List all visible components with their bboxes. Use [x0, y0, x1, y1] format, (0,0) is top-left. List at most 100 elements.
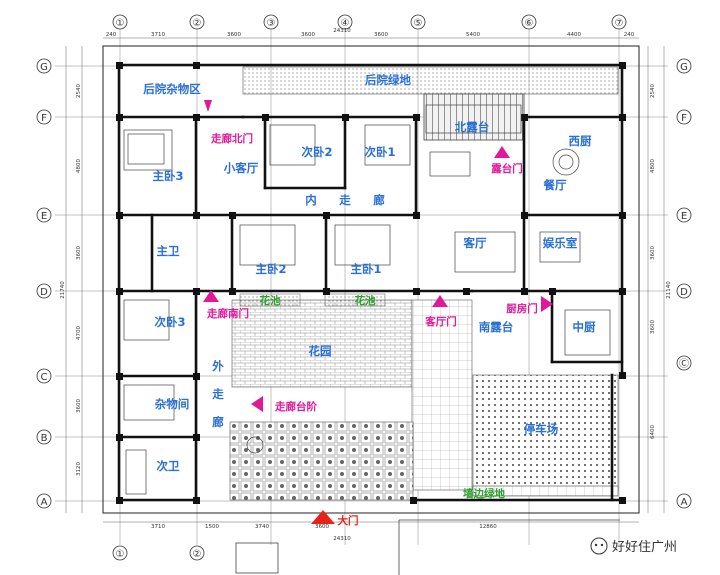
label-inner-corridor-1: 内 [305, 193, 317, 207]
svg-text:3600: 3600 [76, 246, 82, 260]
svg-text:240: 240 [106, 32, 117, 38]
svg-text:A: A [681, 497, 688, 508]
svg-text:③: ③ [267, 18, 276, 29]
svg-text:3120: 3120 [76, 462, 82, 476]
svg-text:3600: 3600 [650, 320, 656, 334]
svg-text:F: F [681, 113, 687, 124]
svg-text:3600: 3600 [315, 524, 329, 530]
svg-text:21740: 21740 [60, 281, 66, 299]
dimensions-right: 2540 4800 3600 3600 6400 21140 [647, 46, 672, 513]
room-labels: 后院杂物区 后院绿地 北露台 西厨 主卧3 小客厅 次卧2 次卧1 餐厅 内 走… [143, 73, 596, 473]
label-garden: 花园 [309, 344, 332, 358]
svg-text:4400: 4400 [567, 32, 581, 38]
site-boundary [102, 45, 640, 514]
corridor-north-door-arrow [204, 100, 212, 112]
label-chinese-kitchen: 中厨 [573, 320, 596, 334]
label-north-terrace: 北露台 [455, 120, 490, 134]
label-living-room: 客厅 [463, 236, 487, 250]
svg-text:4800: 4800 [76, 159, 82, 173]
svg-text:⑤: ⑤ [414, 18, 423, 29]
door-markers: 走廊北门 露台门 走廊南门 客厅门 厨房门 走廊台阶 [203, 100, 553, 413]
structural-columns [116, 62, 626, 504]
svg-text:②: ② [193, 18, 202, 29]
main-gate-arrow [311, 510, 335, 524]
label-inner-corridor-2: 走 [338, 193, 351, 207]
label-master-bedroom: 主卧3 [152, 169, 183, 183]
svg-text:B: B [41, 433, 48, 444]
svg-text:C: C [41, 372, 48, 383]
label-south-terrace: 南露台 [479, 320, 514, 334]
label-master-bedroom-2: 主卧2 [255, 262, 286, 276]
svg-text:①: ① [116, 549, 125, 560]
label-master-bedroom-1: 主卧1 [350, 262, 381, 276]
svg-text:4700: 4700 [76, 326, 82, 340]
label-planter-1: 花池 [260, 294, 281, 307]
svg-text:A: A [41, 497, 48, 508]
svg-text:3600: 3600 [227, 32, 241, 38]
label-wall-green: 墙边绿地 [463, 487, 505, 500]
main-gate-marker: 大门 [311, 510, 359, 527]
label-second-bath: 次卫 [157, 459, 180, 473]
svg-text:3600: 3600 [650, 246, 656, 260]
svg-text:D: D [680, 287, 688, 298]
label-second-bedroom-2: 次卧2 [301, 145, 332, 159]
walls [117, 63, 624, 502]
street-outline [235, 519, 620, 575]
label-living-door: 客厅门 [424, 315, 457, 328]
label-dining: 餐厅 [543, 178, 567, 192]
corridor-south-door-arrow [203, 290, 219, 302]
furniture [123, 104, 611, 495]
svg-text:3600: 3600 [301, 32, 315, 38]
svg-text:24310: 24310 [333, 28, 351, 34]
label-inner-corridor-3: 廊 [373, 193, 385, 207]
svg-text:3710: 3710 [151, 32, 165, 38]
watermark: 好好住广州 [590, 537, 677, 555]
label-parking: 停车场 [524, 422, 559, 436]
planter-1-area [239, 293, 301, 307]
label-second-bedroom-3: 次卧3 [154, 315, 185, 329]
label-corridor-north-door: 走廊北门 [210, 132, 253, 145]
label-kitchen-door: 厨房门 [506, 302, 538, 315]
south-terrace-paving [411, 299, 473, 491]
label-planter-2: 花池 [355, 294, 376, 307]
wechat-icon [590, 537, 608, 555]
svg-text:⑦: ⑦ [615, 18, 624, 29]
svg-text:5400: 5400 [466, 32, 480, 38]
green-labels: 花池 花池 墙边绿地 [260, 294, 506, 500]
label-terrace-door: 露台门 [491, 162, 523, 175]
label-outer-corridor-1: 外 [211, 359, 224, 373]
svg-text:3600: 3600 [374, 32, 388, 38]
watermark-text: 好好住广州 [612, 540, 677, 555]
label-storage: 杂物间 [155, 397, 190, 411]
label-corridor-steps: 走廊台阶 [274, 400, 317, 413]
svg-text:E: E [681, 211, 687, 222]
svg-text:2540: 2540 [76, 84, 82, 98]
label-small-living: 小客厅 [223, 161, 259, 175]
planter-2-area [324, 293, 386, 307]
label-master-bath: 主卫 [157, 244, 180, 258]
parking-area [472, 374, 619, 491]
svg-text:G: G [680, 62, 688, 73]
parking-edge [472, 485, 619, 497]
svg-text:21140: 21140 [666, 281, 672, 299]
svg-text:3710: 3710 [151, 524, 165, 530]
svg-text:2540: 2540 [650, 84, 656, 98]
corridor-steps-arrow [251, 396, 263, 412]
label-second-bedroom-1: 次卧1 [364, 145, 395, 159]
svg-text:④: ④ [341, 18, 350, 29]
garden-area [231, 299, 413, 388]
terrace-door-triangle [494, 146, 510, 158]
svg-text:②: ② [193, 549, 202, 560]
svg-text:E: E [41, 211, 47, 222]
svg-text:1500: 1500 [205, 524, 219, 530]
kitchen-door-arrow [541, 296, 553, 312]
svg-text:Ⓒ: Ⓒ [679, 358, 689, 370]
north-terrace-deck [423, 93, 525, 141]
svg-text:F: F [41, 113, 47, 124]
back-garden-area [242, 66, 619, 95]
label-corridor-south-door: 走廊南门 [206, 307, 249, 320]
svg-text:24310: 24310 [333, 536, 351, 542]
svg-text:G: G [40, 62, 48, 73]
label-outer-corridor-2: 走 [211, 387, 224, 401]
